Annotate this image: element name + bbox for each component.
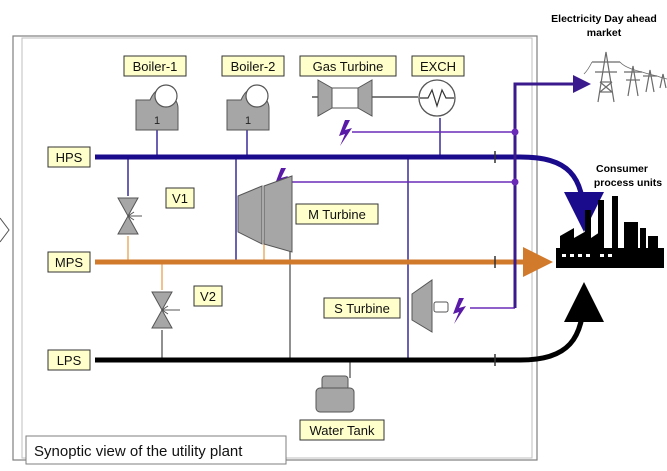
boiler-2-icon: 1 <box>226 84 270 131</box>
m-turbine-icon <box>237 175 293 253</box>
transmission-tower-icon <box>583 51 667 103</box>
caption-box <box>25 435 287 465</box>
m-turbine-label-box <box>295 203 379 225</box>
m-turbine-label: M Turbine <box>308 207 366 222</box>
v2-label-box <box>193 285 223 307</box>
power-to-market <box>513 75 591 308</box>
consumer-title-line1: Consumer <box>596 163 648 175</box>
lps-label-box <box>47 349 91 371</box>
boiler-1-icon: 1 <box>135 84 179 131</box>
lps-to-consumer <box>519 282 604 363</box>
hps-label: HPS <box>56 150 83 165</box>
s-turbine-lightning-icon <box>453 298 466 324</box>
gas-turbine-icon <box>317 79 373 117</box>
valve-v1-icon <box>117 197 142 235</box>
boiler-2-label-box <box>221 55 285 77</box>
hps-to-consumer <box>519 154 604 232</box>
v2-label: V2 <box>200 289 216 304</box>
mps-label-box <box>47 251 91 273</box>
s-turbine-icon <box>411 279 449 333</box>
s-turbine-label: S Turbine <box>334 301 390 316</box>
boiler-1-unit: 1 <box>154 115 160 127</box>
consumer-title-line2: process units <box>594 177 662 189</box>
gas-turbine-label: Gas Turbine <box>313 59 384 74</box>
boiler-1-label: Boiler-1 <box>133 59 178 74</box>
lps-label: LPS <box>57 353 82 368</box>
water-tank-icon <box>315 375 355 413</box>
valve-v2-icon <box>151 291 180 329</box>
gas-turbine-label-box <box>299 55 397 77</box>
hps-label-box <box>47 146 91 168</box>
market-title-line2: market <box>587 27 622 39</box>
boiler-1-label-box <box>123 55 187 77</box>
water-tank-label: Water Tank <box>309 423 375 438</box>
mps-label: MPS <box>55 255 84 270</box>
left-chevron <box>0 217 10 243</box>
caption: Synoptic view of the utility plant <box>34 443 243 460</box>
market-title-line1: Electricity Day ahead <box>551 13 657 25</box>
water-tank-label-box <box>299 419 385 441</box>
exch-label-box <box>411 55 465 77</box>
boiler-2-label: Boiler-2 <box>231 59 276 74</box>
s-turbine-label-box <box>323 297 401 319</box>
exchanger-icon <box>418 79 456 117</box>
boiler-2-unit: 1 <box>245 115 251 127</box>
exch-label: EXCH <box>420 59 456 74</box>
v1-label-box <box>165 187 195 209</box>
plant-frame <box>12 35 538 461</box>
factory-icon <box>556 196 664 268</box>
power-junction-1 <box>511 128 519 136</box>
v1-label: V1 <box>172 191 188 206</box>
power-junction-2 <box>511 178 519 186</box>
gas-turbine-lightning-icon <box>339 120 352 146</box>
